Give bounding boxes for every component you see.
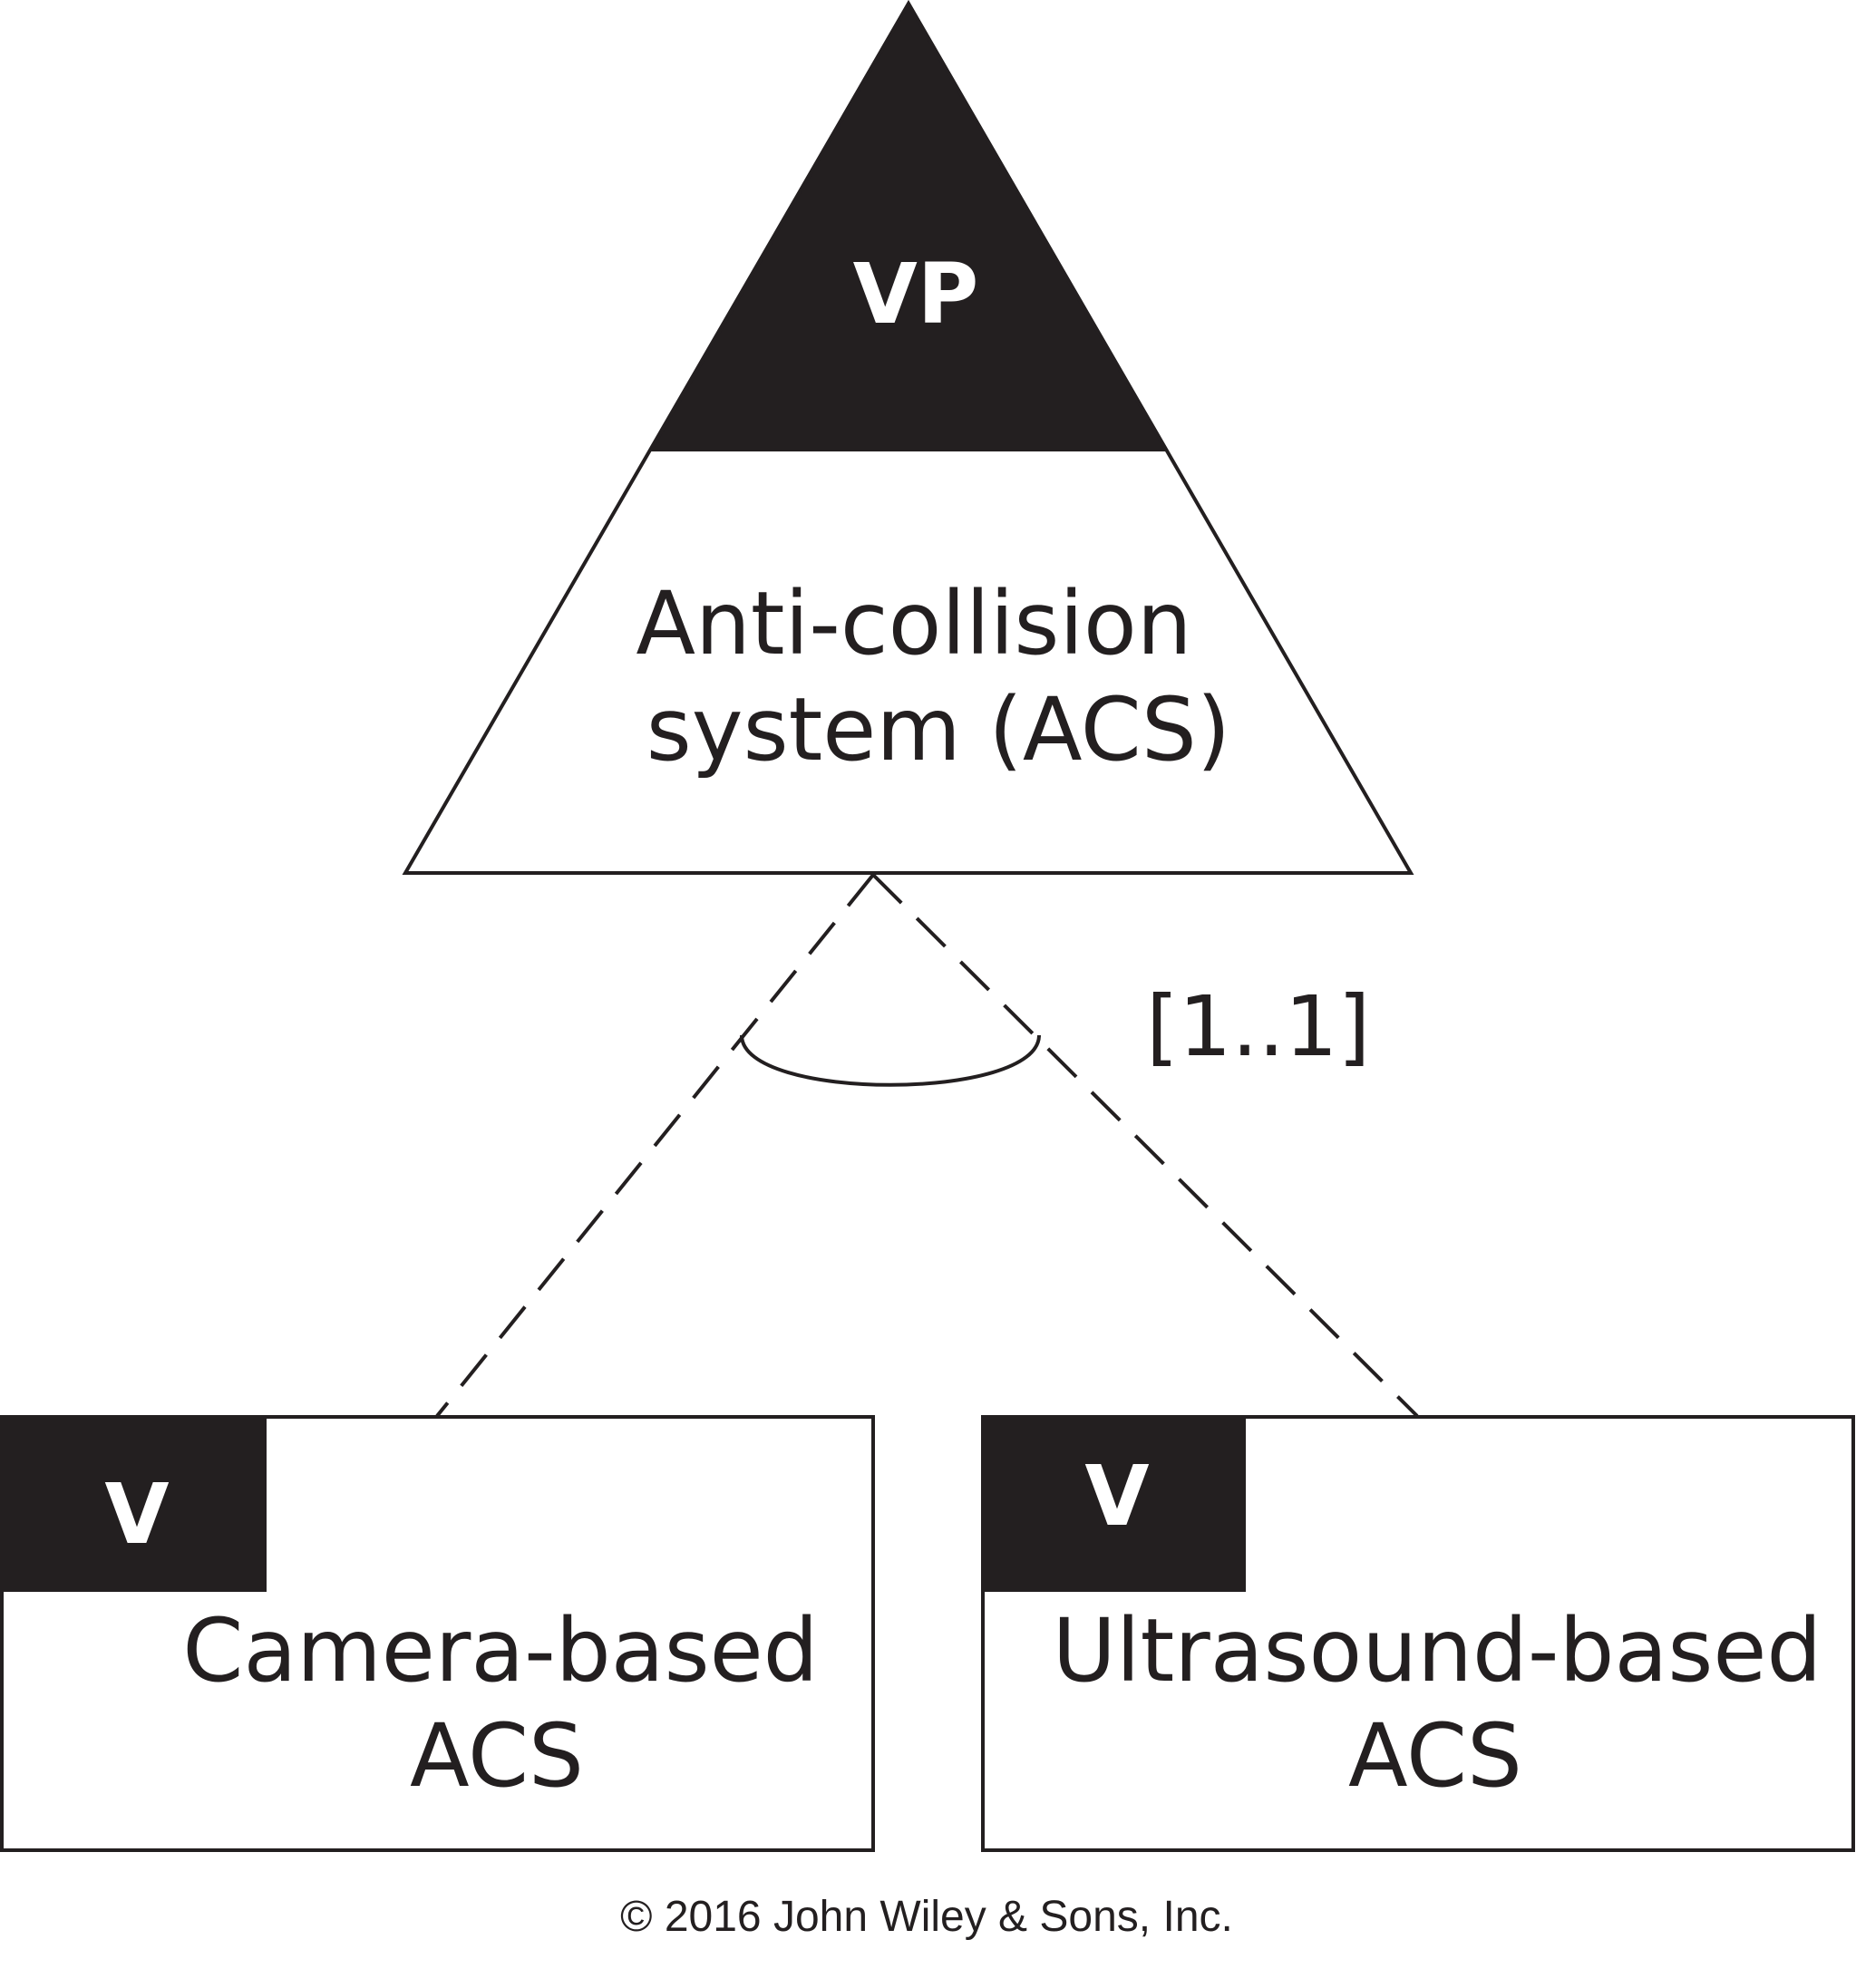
variation-point-tag: VP xyxy=(853,246,979,343)
variation-point: VP Anti-collision system (ACS) xyxy=(402,0,1414,875)
variability-dependencies xyxy=(435,873,1419,1418)
variant-name-line2: ACS xyxy=(410,1705,584,1807)
multiplicity-label: [1..1] xyxy=(1146,978,1370,1075)
variant-name-line2: ACS xyxy=(1348,1705,1522,1807)
variant-camera-based: V Camera-based ACS xyxy=(0,1415,875,1852)
variation-point-name-line1: Anti-collision xyxy=(636,573,1191,674)
copyright-notice: © 2016 John Wiley & Sons, Inc. xyxy=(620,1893,1233,1941)
variant-name-line1: Camera-based xyxy=(182,1600,818,1702)
variant-tag: V xyxy=(1084,1448,1149,1545)
variant-tag: V xyxy=(104,1466,169,1563)
alternative-choice-arc xyxy=(740,1034,1041,1087)
dependency-line-ultrasound xyxy=(871,873,1419,1418)
dependency-line-camera xyxy=(435,873,875,1418)
variant-tag-box xyxy=(983,1417,1246,1592)
variant-ultrasound-based: V Ultrasound-based ACS xyxy=(981,1415,1855,1852)
variant-tag-box xyxy=(2,1417,267,1592)
variant-name-line1: Ultrasound-based xyxy=(1053,1600,1822,1702)
variation-point-name-line2: system (ACS) xyxy=(646,679,1230,781)
variation-point-header xyxy=(647,0,1170,451)
